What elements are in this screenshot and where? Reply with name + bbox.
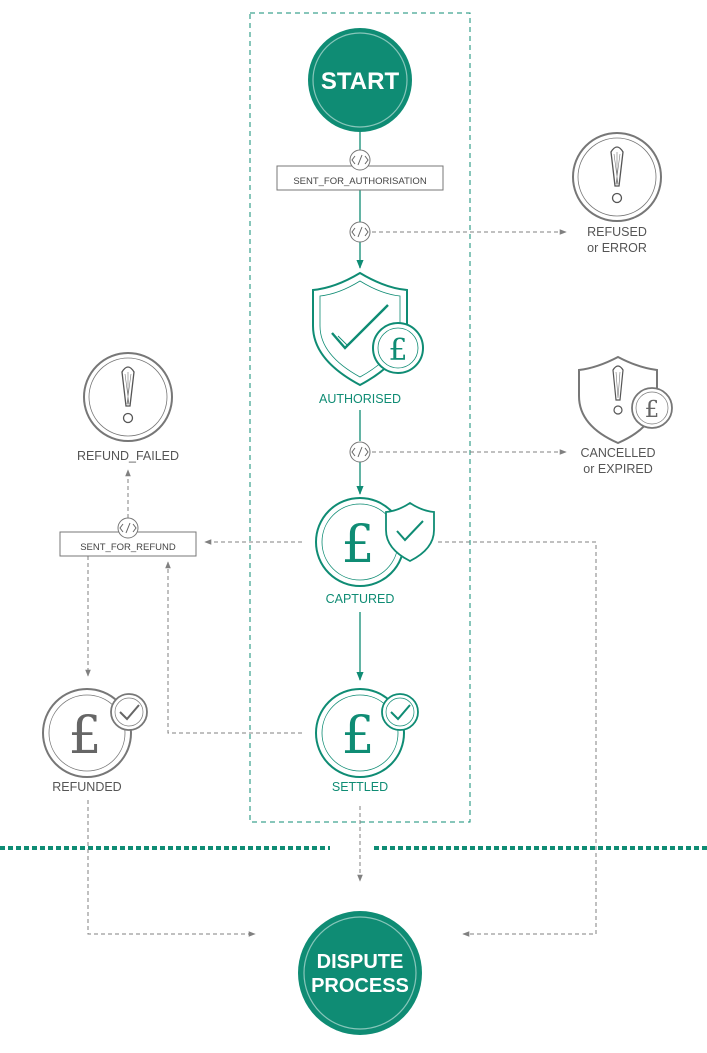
pound-coin-icon: £	[372, 322, 424, 374]
sent-for-authorisation-label: SENT_FOR_AUTHORISATION	[293, 176, 427, 187]
shield-check-icon	[385, 501, 435, 563]
code-icon	[349, 149, 371, 171]
svg-text:£: £	[388, 333, 407, 368]
authorised-label: AUTHORISED	[319, 392, 401, 406]
refused-label: REFUSED	[587, 225, 647, 239]
captured-node: £ CAPTURED	[315, 497, 435, 606]
code-icon	[349, 441, 371, 463]
dispute-label: DISPUTE	[317, 951, 404, 973]
refunded-label: REFUNDED	[52, 780, 121, 794]
refund-failed-node: REFUND_FAILED	[77, 352, 179, 463]
edge-captured-to-dispute	[438, 541, 597, 937]
start-label: START	[321, 68, 400, 95]
cancelled-label: CANCELLED	[580, 446, 655, 460]
check-badge-icon	[110, 693, 148, 731]
start-node: START	[308, 28, 412, 132]
settled-node: £ SETTLED	[315, 688, 419, 794]
dispute-sublabel: PROCESS	[311, 975, 409, 997]
svg-text:£: £	[341, 706, 374, 766]
code-icon	[349, 221, 371, 243]
cancelled-node: £ CANCELLED or EXPIRED	[578, 355, 673, 476]
svg-text:£: £	[645, 397, 660, 423]
settled-label: SETTLED	[332, 780, 388, 794]
svg-text:£: £	[341, 515, 374, 575]
captured-label: CAPTURED	[326, 592, 395, 606]
edge-refunded-to-dispute	[87, 800, 256, 937]
cancelled-sublabel: or EXPIRED	[583, 462, 652, 476]
exclamation-icon	[572, 132, 662, 222]
check-badge-icon	[381, 693, 419, 731]
svg-text:£: £	[68, 706, 101, 766]
pound-coin-icon: £	[631, 387, 673, 429]
authorised-node: £ AUTHORISED	[312, 271, 424, 406]
refused-sublabel: or ERROR	[587, 241, 647, 255]
refund-failed-label: REFUND_FAILED	[77, 449, 179, 463]
code-icon	[117, 517, 139, 539]
refunded-node: £ REFUNDED	[42, 688, 148, 794]
refused-node: REFUSED or ERROR	[572, 132, 662, 255]
pound-coin-icon: £	[42, 688, 132, 778]
sent-for-refund-label: SENT_FOR_REFUND	[80, 542, 176, 553]
exclamation-icon	[83, 352, 173, 442]
edge-settled-to-sent-for-refund	[165, 561, 302, 734]
dispute-process-node: DISPUTE PROCESS	[298, 911, 422, 1035]
